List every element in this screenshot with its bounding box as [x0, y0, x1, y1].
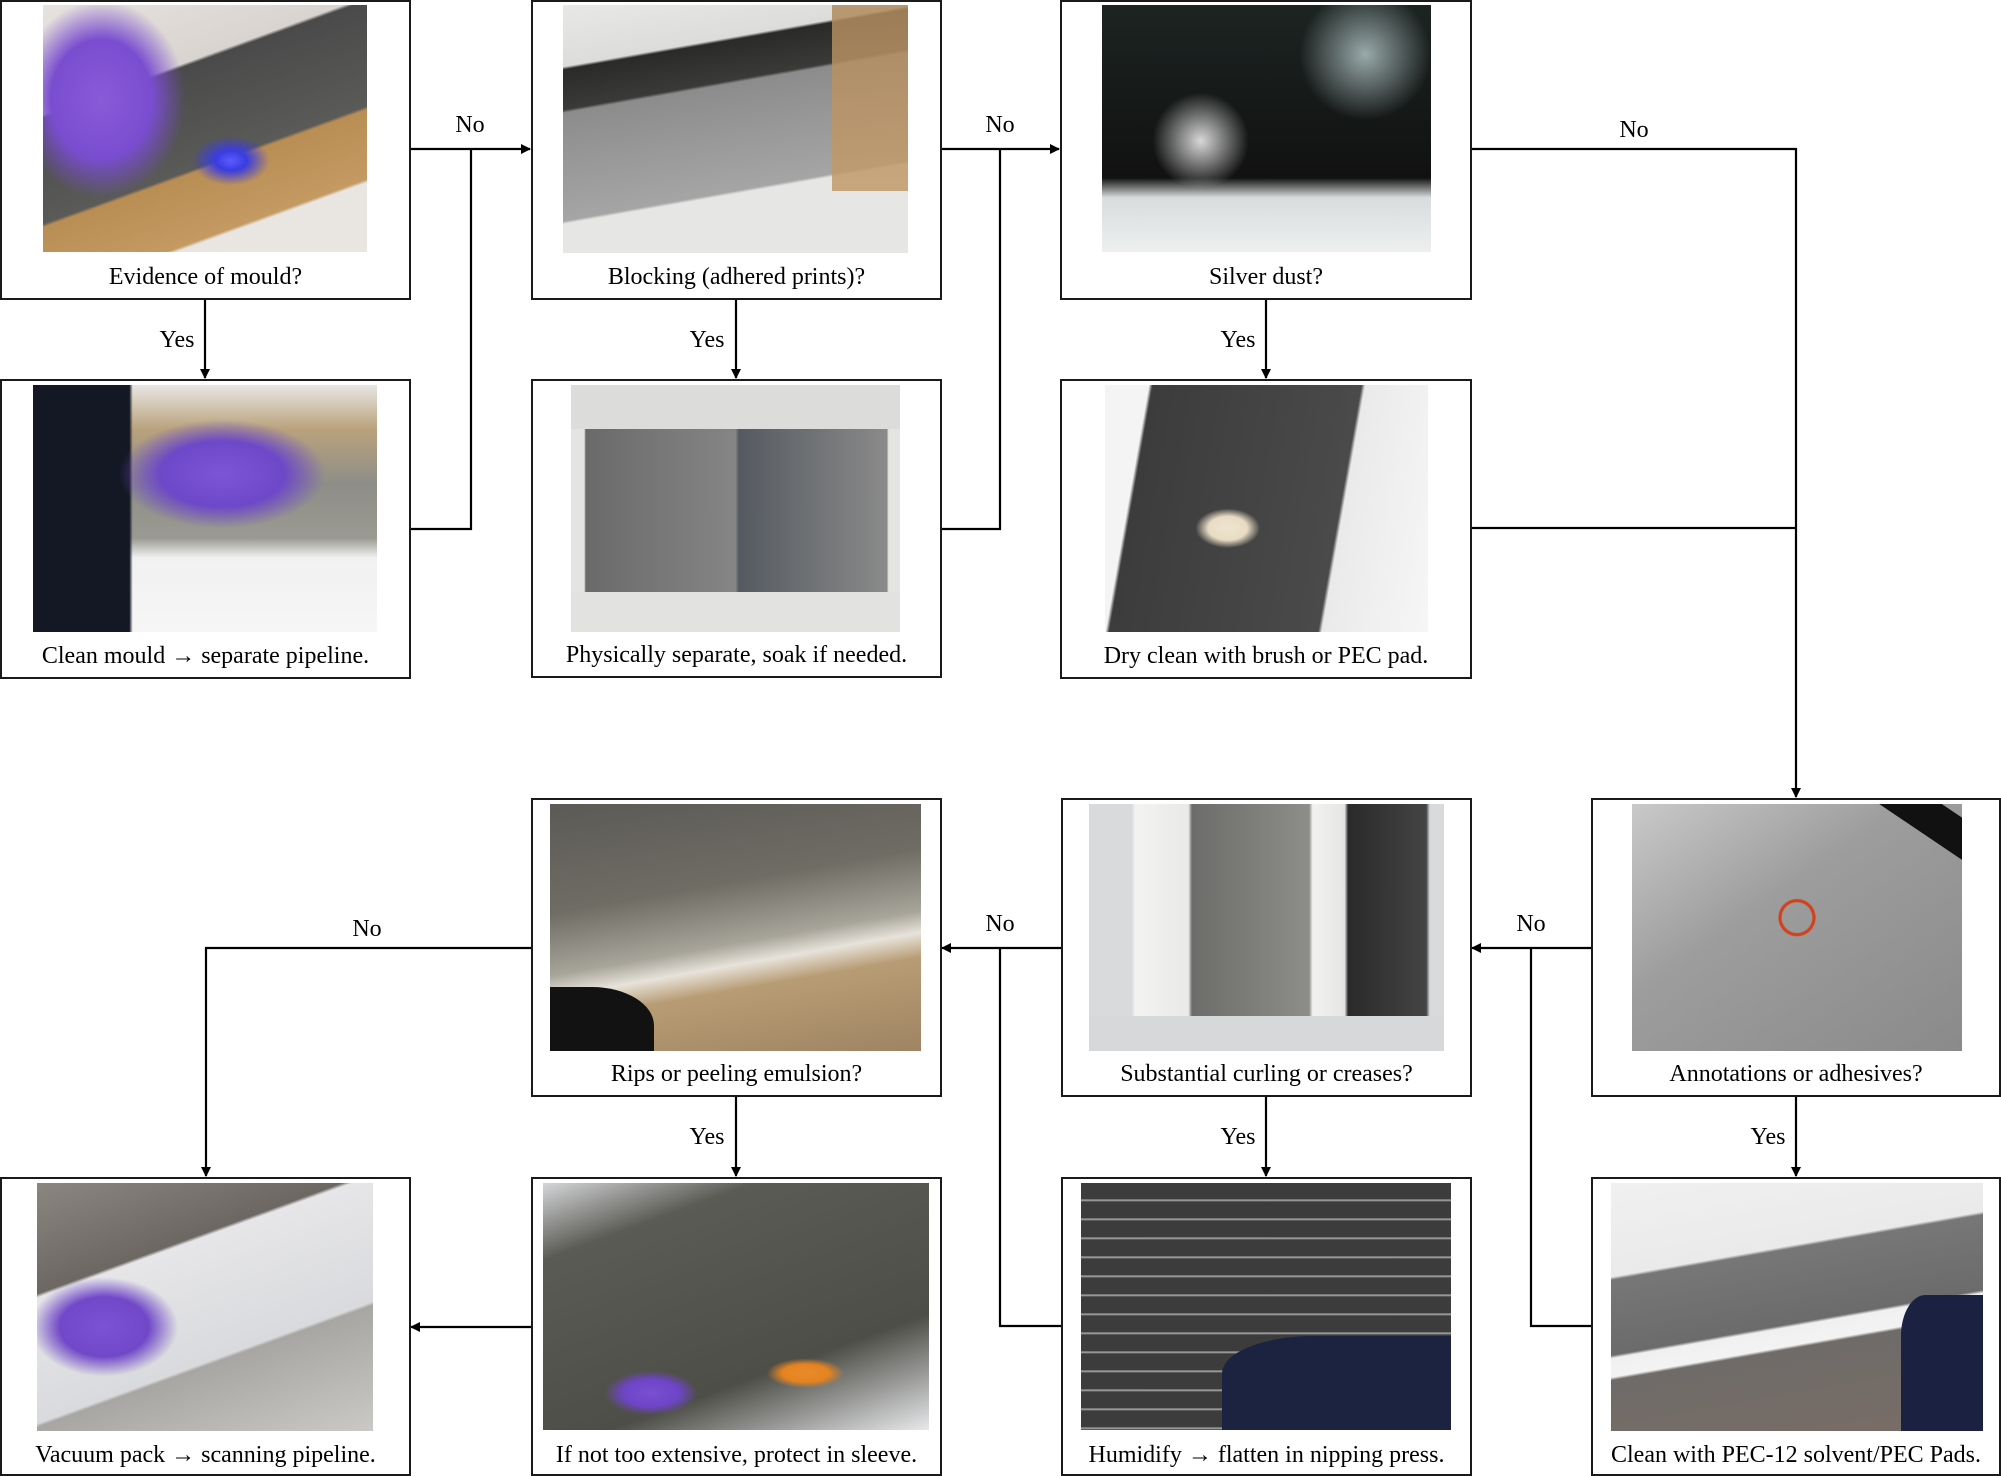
- node-caption: Vacuum pack → scanning pipeline.: [35, 1442, 376, 1468]
- node-caption: Annotations or adhesives?: [1669, 1061, 1923, 1087]
- edge-label-no: No: [1619, 117, 1649, 143]
- node-blocking-fix: Physically separate, soak if needed.: [531, 379, 942, 678]
- node-caption: Clean mould → separate pipeline.: [41, 643, 370, 669]
- edge-label-no: No: [985, 112, 1015, 138]
- node-caption: Substantial curling or creases?: [1120, 1061, 1413, 1087]
- photo-peeling-emulsion: [550, 804, 921, 1051]
- edge-label-yes: Yes: [1220, 1124, 1256, 1150]
- photo-two-separated-prints: [571, 385, 900, 632]
- edge-silver-no: [1471, 147, 1801, 798]
- node-rips-check: Rips or peeling emulsion?: [531, 798, 942, 1097]
- edge-label-no: No: [1516, 911, 1546, 937]
- node-curl-check: Substantial curling or creases?: [1061, 798, 1472, 1097]
- edge-blocking-fix-merge: [941, 149, 1002, 531]
- photo-brush-dry-cleaning: [1105, 385, 1428, 632]
- edge-label-yes: Yes: [689, 327, 725, 353]
- edge-label-no: No: [985, 911, 1015, 937]
- photo-stuck-print-stack: [563, 5, 908, 253]
- edge-rips-no: [201, 946, 531, 1177]
- node-caption: Rips or peeling emulsion?: [610, 1061, 863, 1087]
- edge-label-yes: Yes: [159, 327, 195, 353]
- edge-label-yes: Yes: [1750, 1124, 1786, 1150]
- node-caption: If not too extensive, protect in sleeve.: [555, 1442, 918, 1468]
- edge-mould-clean-merge: [410, 149, 473, 531]
- photo-curled-print-stack: [1089, 804, 1444, 1051]
- node-silver-fix: Dry clean with brush or PEC pad.: [1060, 379, 1472, 679]
- photo-cutting-sleeve: [543, 1183, 929, 1430]
- node-caption: Physically separate, soak if needed.: [565, 642, 908, 668]
- node-mould-clean: Clean mould → separate pipeline.: [0, 379, 411, 679]
- node-caption: Humidify → flatten in nipping press.: [1088, 1442, 1445, 1468]
- edge-label-no: No: [455, 112, 485, 138]
- node-curl-fix: Humidify → flatten in nipping press.: [1061, 1177, 1472, 1476]
- edge-label-yes: Yes: [1220, 327, 1256, 353]
- node-rips-fix: If not too extensive, protect in sleeve.: [531, 1177, 942, 1476]
- photo-vacuum-packing: [37, 1183, 373, 1431]
- node-caption: Clean with PEC-12 solvent/PEC Pads.: [1610, 1442, 1981, 1468]
- edge-curl-fix-merge: [998, 948, 1061, 1328]
- node-annotation-fix: Clean with PEC-12 solvent/PEC Pads.: [1591, 1177, 2001, 1476]
- photo-uv-torch-mould-inspection: [43, 5, 367, 252]
- edge-label-no: No: [352, 916, 382, 942]
- node-vacuum-pack: Vacuum pack → scanning pipeline.: [0, 1177, 411, 1476]
- node-caption: Dry clean with brush or PEC pad.: [1103, 643, 1429, 669]
- photo-solvent-cleaning: [1611, 1183, 1983, 1431]
- edge-annotation-fix-merge: [1529, 948, 1591, 1328]
- node-caption: Evidence of mould?: [108, 264, 303, 290]
- node-silver-check: Silver dust?: [1060, 0, 1472, 300]
- node-caption: Silver dust?: [1209, 264, 1323, 290]
- node-caption: Blocking (adhered prints)?: [607, 264, 866, 290]
- photo-silver-mirroring-print: [1102, 5, 1431, 252]
- photo-humidification-chamber: [1081, 1183, 1451, 1430]
- node-blocking-check: Blocking (adhered prints)?: [531, 0, 942, 300]
- node-mould-check: Evidence of mould?: [0, 0, 411, 300]
- edge-label-yes: Yes: [689, 1124, 725, 1150]
- photo-red-pen-annotation: [1632, 804, 1962, 1051]
- node-annotation-check: Annotations or adhesives?: [1591, 798, 2001, 1097]
- photo-brush-and-vacuum-cleaning: [33, 385, 377, 632]
